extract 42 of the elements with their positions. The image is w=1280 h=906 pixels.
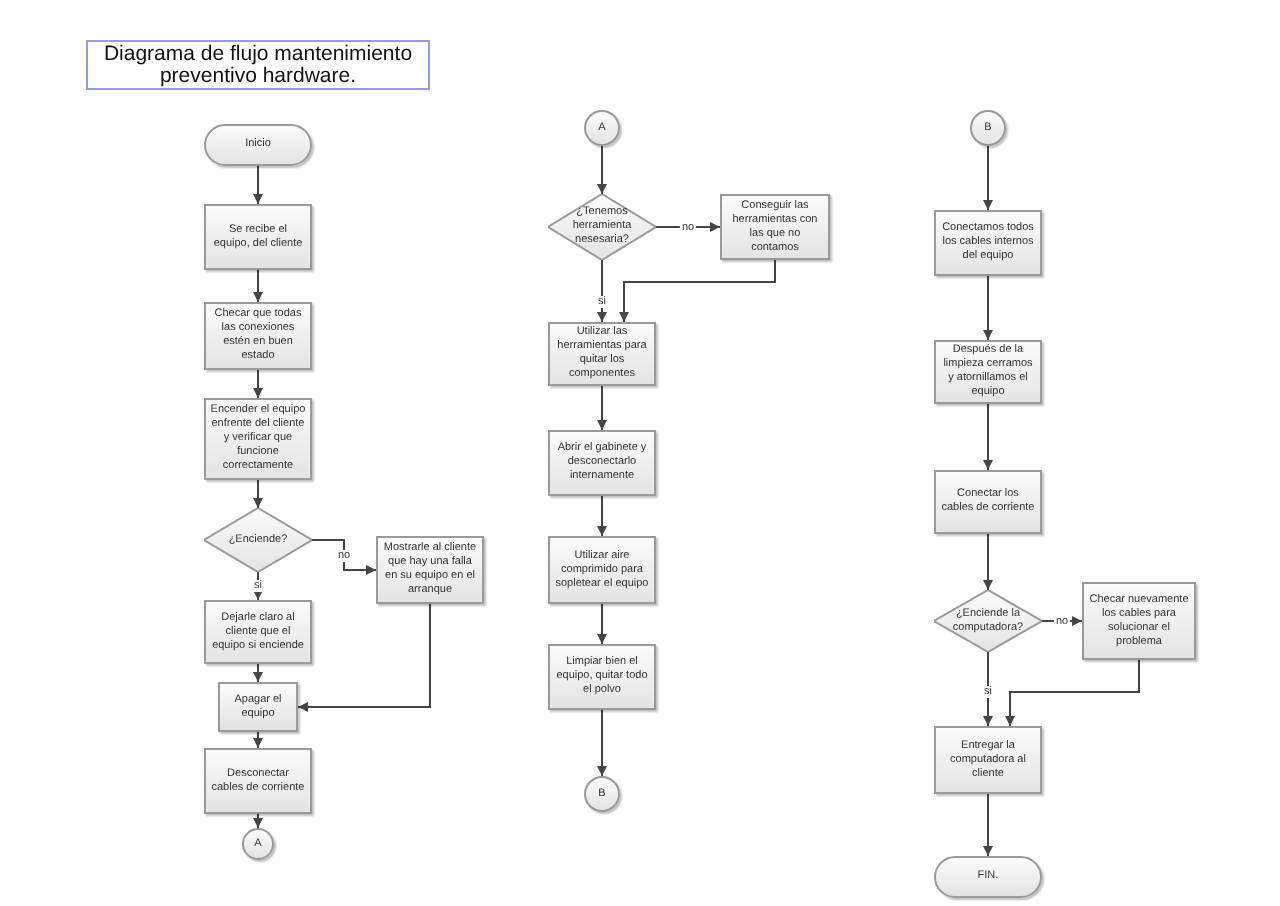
arrow: [597, 145, 607, 195]
process-box: [934, 726, 1042, 794]
arrow: [597, 495, 607, 537]
terminator-shape: [204, 124, 312, 166]
arrow: [983, 533, 993, 591]
process-box: [934, 470, 1042, 534]
decision-diamond: [204, 508, 312, 572]
arrow: [253, 731, 263, 749]
arrow: [983, 793, 993, 857]
decision-diamond: [548, 194, 656, 260]
process-box: [720, 194, 830, 260]
process-box: [548, 536, 656, 604]
process-box: [934, 210, 1042, 276]
terminator-shape: [934, 856, 1042, 898]
arrow: [253, 479, 263, 509]
arrow: [597, 603, 607, 645]
arrow: [253, 269, 263, 303]
arrow: [253, 663, 263, 683]
process-box: [204, 204, 312, 270]
arrow: [597, 709, 607, 777]
process-box: [204, 600, 312, 664]
process-box: [218, 682, 298, 732]
process-box: [1082, 582, 1196, 660]
arrow: [297, 603, 431, 712]
arrow: [655, 222, 721, 232]
arrow: [597, 385, 607, 431]
process-box: [204, 748, 312, 814]
arrow: [983, 403, 993, 471]
arrow: [619, 259, 776, 323]
arrow: [253, 369, 263, 399]
arrow: [983, 275, 993, 341]
decision-diamond: [934, 590, 1042, 652]
diagram-title: Diagrama de flujo mantenimiento preventivo hardware.: [86, 40, 430, 90]
arrow: [983, 145, 993, 211]
arrow: [597, 259, 607, 323]
arrow: [983, 651, 993, 727]
arrow: [1005, 659, 1140, 727]
process-box: [548, 644, 656, 710]
process-box: [548, 430, 656, 496]
arrow: [311, 539, 377, 575]
arrow: [253, 813, 263, 829]
arrow: [253, 165, 263, 205]
